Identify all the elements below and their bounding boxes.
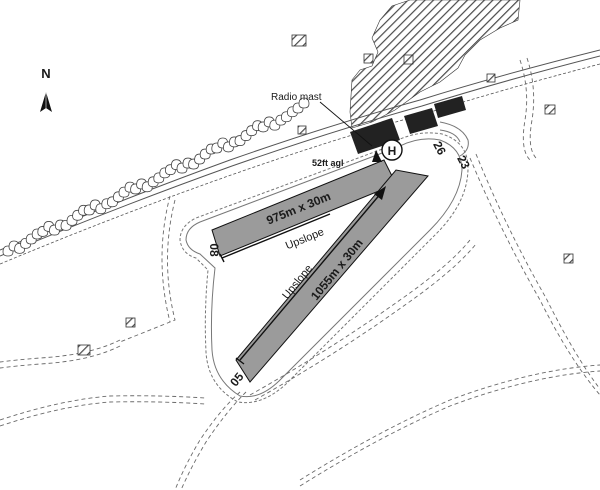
tree-line <box>2 97 310 257</box>
north-label: N <box>41 66 50 81</box>
helipad-label: H <box>388 144 397 158</box>
apron <box>439 121 469 157</box>
runway-26-designator: 26 <box>430 139 449 158</box>
radio-mast-label: Radio mast <box>271 92 322 103</box>
woodland-area <box>349 0 521 129</box>
runway-23-designator: 23 <box>454 153 473 172</box>
upslope-arrow-08 <box>219 213 331 263</box>
upslope-arrow-05 <box>235 186 386 365</box>
small-structures <box>77 34 574 356</box>
radio-mast-leader <box>319 101 382 162</box>
dashed-tracks <box>0 57 600 490</box>
mast-height-label: 52ft agl <box>312 158 344 168</box>
perimeter-taxiway <box>179 132 469 404</box>
main-road <box>0 49 600 265</box>
north-arrow <box>40 92 52 112</box>
tree-icon <box>298 97 310 109</box>
runway-05-23 <box>235 169 429 383</box>
helipad <box>381 139 403 161</box>
runway-08-designator: 08 <box>207 243 221 257</box>
buildings <box>350 96 466 154</box>
